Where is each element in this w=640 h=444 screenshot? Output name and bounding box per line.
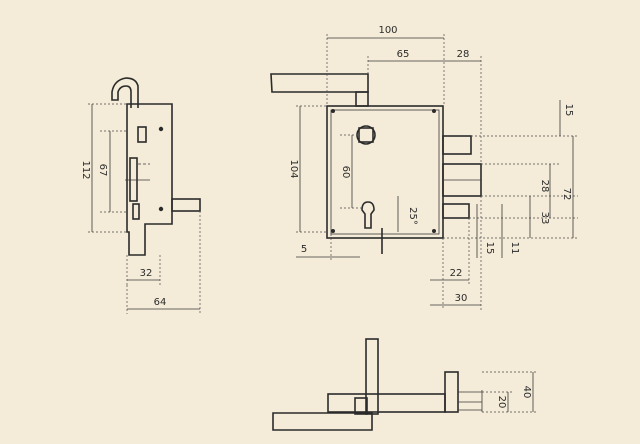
bottom-view-spindle-boss <box>354 397 368 415</box>
front-view-screw-bottom-right <box>432 229 436 233</box>
front-view: 100 65 28 104 60 25° 5 15 28 <box>270 25 578 310</box>
dim-label-100: 100 <box>378 25 397 36</box>
dim-label-40: 40 <box>521 386 532 399</box>
side-view-slot-top <box>137 126 147 143</box>
front-view-keyhole <box>361 201 375 229</box>
side-view-handle-hook <box>111 77 139 108</box>
dim-label-28-top: 28 <box>457 49 470 60</box>
bottom-view-body <box>327 393 446 413</box>
front-view-lower-bolt <box>442 203 470 219</box>
front-view-faceplate <box>330 109 440 235</box>
bottom-view-handle <box>272 412 373 431</box>
front-view-latch-bolt <box>442 135 472 155</box>
side-view-bolt <box>171 198 201 212</box>
dim-label-20: 20 <box>496 396 507 409</box>
dim-label-33: 33 <box>539 212 550 225</box>
dim-label-65: 65 <box>397 49 410 60</box>
side-view-slot-middle <box>129 157 138 202</box>
dim-label-32: 32 <box>140 268 153 279</box>
side-view-body <box>126 103 173 256</box>
front-view-screw-top-right <box>432 109 436 113</box>
dim-label-15-low: 15 <box>484 242 495 255</box>
dim-label-67: 67 <box>97 164 108 177</box>
side-view-screw-bottom <box>158 206 164 212</box>
bottom-view: 20 40 <box>272 338 538 431</box>
dim-label-64: 64 <box>154 297 167 308</box>
dim-label-112: 112 <box>80 160 91 179</box>
dim-label-22: 22 <box>450 268 463 279</box>
dim-label-25deg: 25° <box>407 207 418 225</box>
side-view-screw-top <box>158 126 164 132</box>
front-view-handle <box>270 73 369 93</box>
dim-label-28-right: 28 <box>539 180 550 193</box>
bottom-view-bolt <box>444 371 459 413</box>
front-view-spindle-square <box>358 127 374 143</box>
dim-label-72: 72 <box>561 188 572 201</box>
dim-label-5: 5 <box>301 244 307 255</box>
front-view-screw-top-left <box>331 109 335 113</box>
front-view-screw-bottom-left <box>331 229 335 233</box>
dim-label-30: 30 <box>455 293 468 304</box>
side-view: 112 67 32 64 <box>80 77 201 314</box>
side-view-slot-lower <box>132 203 140 220</box>
dim-label-104: 104 <box>288 159 299 178</box>
dim-label-60: 60 <box>340 166 351 179</box>
dim-label-15-right: 15 <box>563 104 574 117</box>
dim-label-11: 11 <box>509 242 520 255</box>
front-view-handle-shaft <box>355 91 369 107</box>
